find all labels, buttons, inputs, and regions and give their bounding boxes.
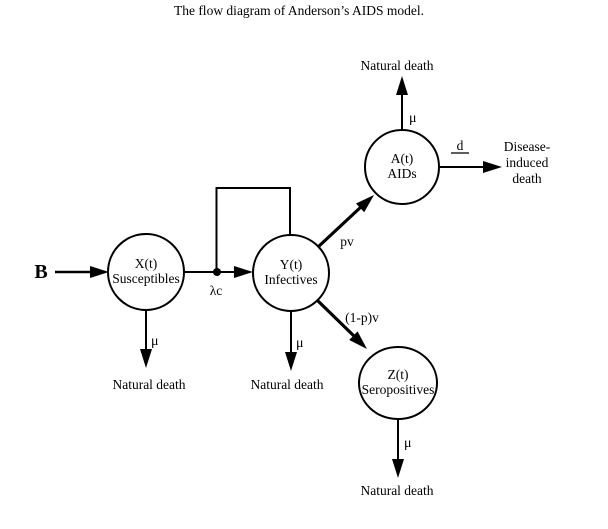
aids-natural-death-label: Natural death: [360, 58, 433, 73]
to-seropositives-arrowhead-icon: [349, 331, 367, 349]
susceptibles-name: Susceptibles: [112, 271, 180, 286]
infectives-name: Infectives: [264, 272, 317, 287]
disease-induced-death-line1: Disease-: [504, 139, 551, 154]
aids-mu-label: μ: [409, 111, 417, 126]
seropositives-name: Seropositives: [362, 382, 435, 397]
susceptibles-natural-death-arrowhead-icon: [140, 349, 152, 368]
aids-name: AIDs: [387, 166, 416, 181]
to-seropositives-arrow-line: [315, 298, 357, 339]
seropositives-natural-death-label: Natural death: [360, 483, 433, 498]
infection-arrowhead-icon: [234, 266, 253, 278]
susceptibles-symbol: X(t): [135, 256, 158, 271]
seropositive-progression-rate-label: (1-p)v: [345, 310, 379, 325]
to-aids-arrow-line: [316, 204, 364, 249]
susceptibles-natural-death-label: Natural death: [112, 377, 185, 392]
aids-natural-death-arrowhead-icon: [396, 76, 408, 95]
birth-arrowhead-icon: [90, 266, 109, 278]
birth-input-label: B: [34, 261, 47, 283]
aids-progression-rate-label: pv: [340, 234, 354, 249]
infectives-natural-death-arrowhead-icon: [285, 352, 297, 371]
disease-induced-death-line2: induced: [506, 155, 549, 170]
susceptibles-mu-label: μ: [151, 334, 159, 349]
infectives-symbol: Y(t): [280, 257, 303, 272]
disease-induced-death-line3: death: [512, 171, 541, 186]
to-aids-arrowhead-icon: [356, 195, 374, 213]
infection-rate-label: λc: [210, 283, 223, 298]
infectives-mu-label: μ: [296, 336, 304, 351]
diagram-title: The flow diagram of Anderson’s AIDS mode…: [174, 3, 424, 18]
aids-symbol: A(t): [391, 151, 414, 166]
seropositives-natural-death-arrowhead-icon: [392, 459, 404, 478]
feedback-loop-line: [215, 187, 291, 272]
infectives-natural-death-label: Natural death: [250, 377, 323, 392]
disease-death-arrowhead-icon: [483, 161, 502, 173]
seropositives-mu-label: μ: [404, 436, 412, 451]
disease-death-rate-label: d: [457, 138, 464, 153]
seropositives-symbol: Z(t): [388, 367, 409, 382]
